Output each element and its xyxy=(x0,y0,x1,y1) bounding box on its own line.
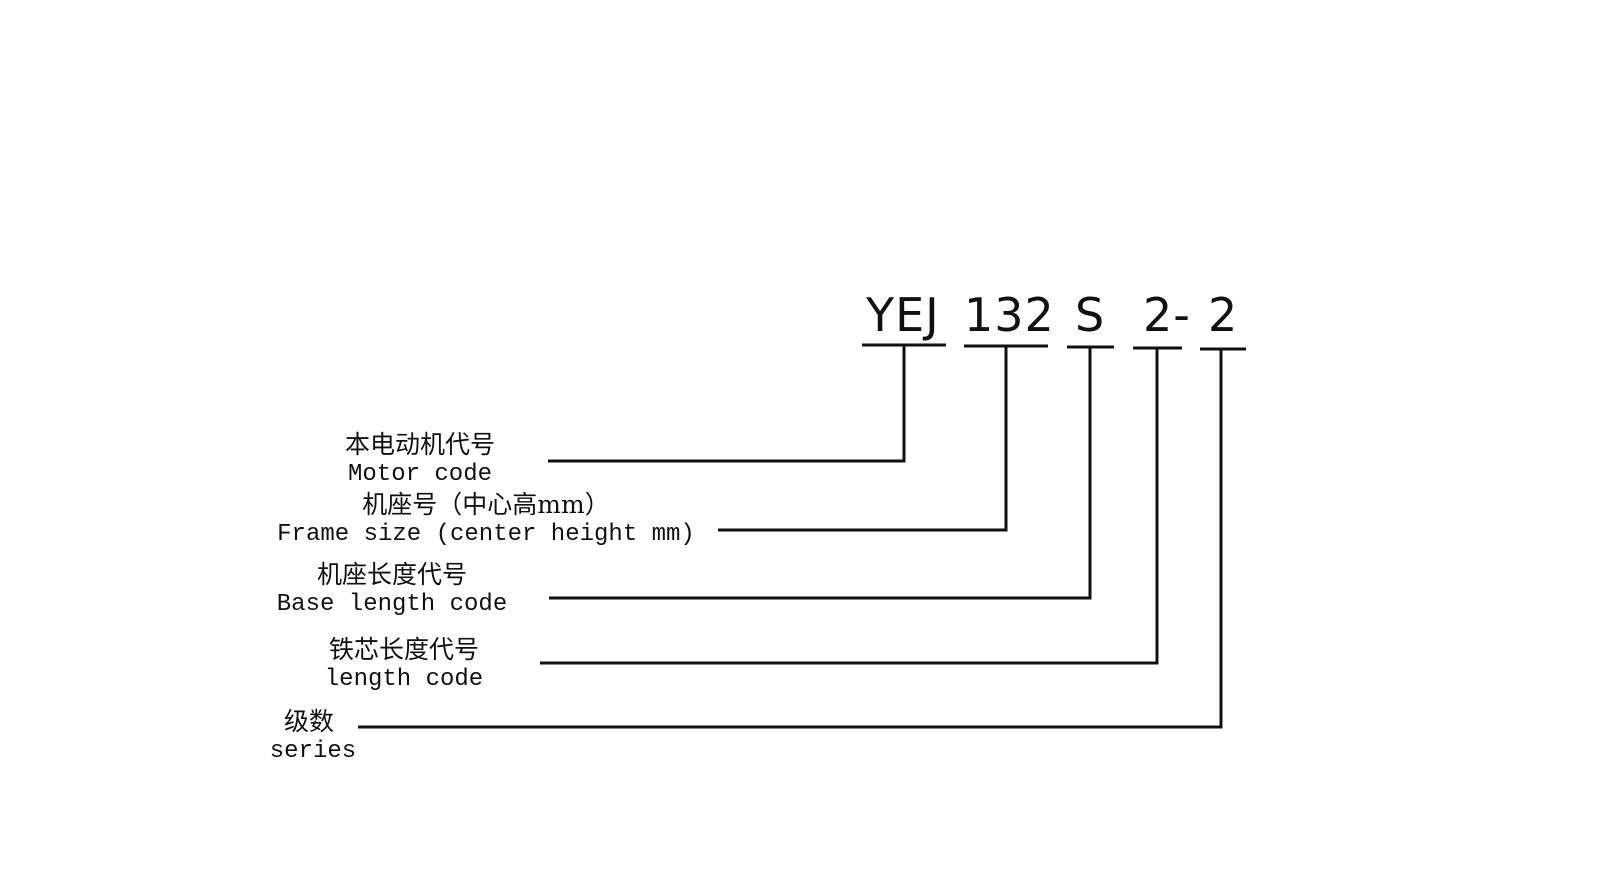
label-zh: 机座号（中心高mm） xyxy=(362,490,610,519)
code-part-yej: YEJ xyxy=(866,288,940,342)
code-part-poles: 2 xyxy=(1208,288,1239,342)
label-series: 级数 series xyxy=(266,707,360,767)
label-frame-size: 机座号（中心高mm） Frame size (center height mm) xyxy=(276,490,696,550)
label-zh: 本电动机代号 xyxy=(344,430,495,459)
label-core-length-code: 铁芯长度代号 length code xyxy=(306,635,502,695)
code-part-base-length: S xyxy=(1075,288,1106,342)
label-zh: 级数 xyxy=(284,707,335,736)
label-base-length-code: 机座长度代号 Base length code xyxy=(274,560,510,620)
label-en: length code xyxy=(324,666,484,693)
label-en: Frame size (center height mm) xyxy=(277,521,695,548)
label-en: Base length code xyxy=(276,591,508,618)
label-en: Motor code xyxy=(347,461,493,488)
label-zh: 机座长度代号 xyxy=(316,560,467,589)
code-part-frame: 132 xyxy=(964,288,1055,342)
label-en: series xyxy=(269,738,357,765)
code-part-core-length: 2- xyxy=(1143,288,1191,342)
label-zh: 铁芯长度代号 xyxy=(328,635,479,664)
label-motor-code: 本电动机代号 Motor code xyxy=(320,430,520,490)
